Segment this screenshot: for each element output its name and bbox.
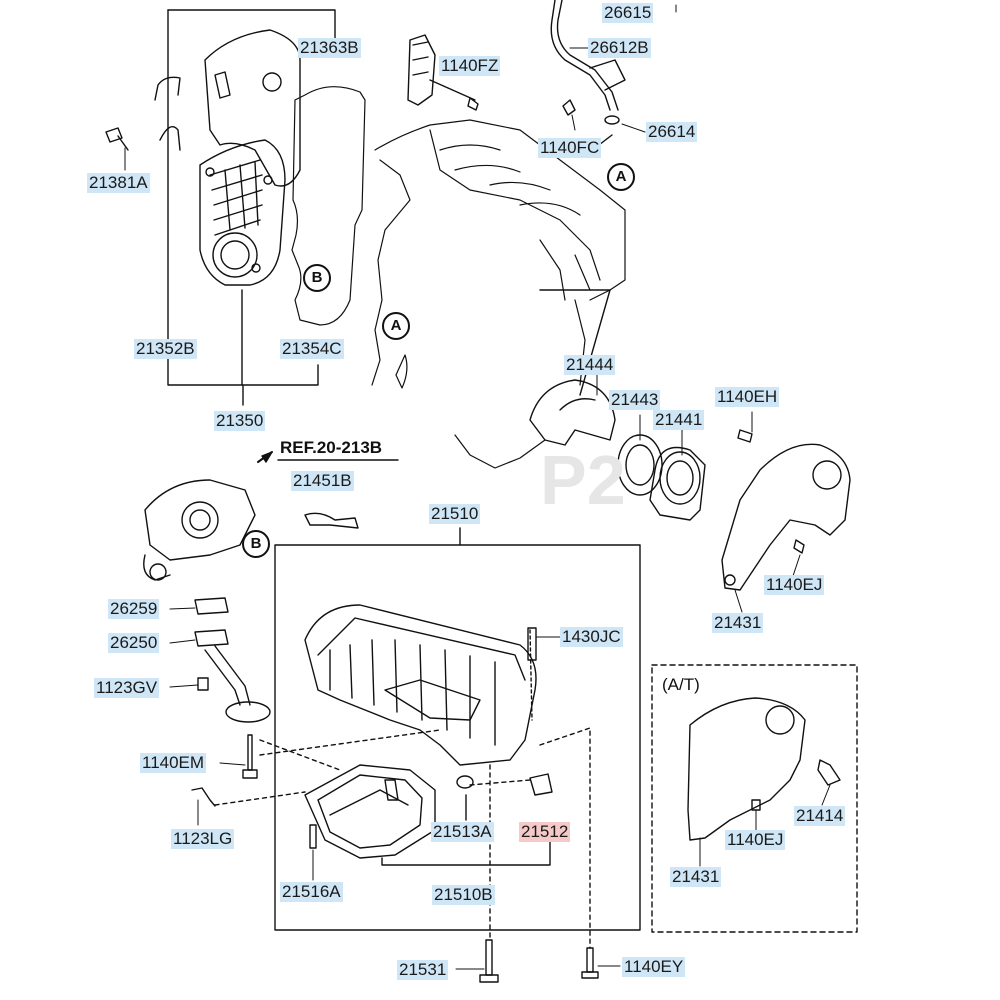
part-label-1430jc: 1430JC xyxy=(560,627,623,647)
oil-pan-group-box xyxy=(191,527,641,983)
part-label-1140fc: 1140FC xyxy=(538,138,602,158)
part-label-1140ej-at: 1140EJ xyxy=(725,830,786,850)
part-label-21350: 21350 xyxy=(214,411,266,431)
reference-label: REF.20-213B xyxy=(280,438,383,457)
part-label-26612b: 26612B xyxy=(588,38,651,58)
part-label-21352b: 21352B xyxy=(134,339,197,359)
engine-block-illustration xyxy=(371,119,626,469)
marker-b-pump: B xyxy=(242,530,270,558)
marker-a-top: A xyxy=(607,163,635,191)
part-label-26615: 26615 xyxy=(602,3,654,23)
part-label-26614: 26614 xyxy=(646,122,698,142)
part-label-21512: 21512 xyxy=(519,822,571,842)
part-label-21510b: 21510B xyxy=(432,885,495,905)
part-label-1140fz: 1140FZ xyxy=(439,56,501,76)
part-label-21451b: 21451B xyxy=(291,471,354,491)
part-label-1123gv: 1123GV xyxy=(94,678,160,698)
oil-pump-illustration xyxy=(143,451,359,723)
part-label-21516a: 21516A xyxy=(280,882,343,902)
part-label-1140eh: 1140EH xyxy=(715,387,780,407)
part-label-26250: 26250 xyxy=(108,633,160,653)
part-label-21510: 21510 xyxy=(429,504,481,524)
part-label-1140ej-top: 1140EJ xyxy=(764,575,825,595)
part-label-21414: 21414 xyxy=(794,806,846,826)
marker-b-middle: B xyxy=(303,264,331,292)
part-label-21354c: 21354C xyxy=(280,339,344,359)
part-label-21431-top: 21431 xyxy=(712,613,764,633)
part-label-1140ey: 1140EY xyxy=(622,957,686,977)
automatic-transmission-box xyxy=(651,664,858,933)
part-label-21513a: 21513A xyxy=(431,822,494,842)
part-label-1123lg: 1123LG xyxy=(171,829,235,849)
part-label-21443: 21443 xyxy=(609,390,661,410)
part-label-21363b: 21363B xyxy=(298,38,361,58)
watermark: P2 xyxy=(540,441,626,519)
part-label-21381a: 21381A xyxy=(87,173,150,193)
part-label-21444: 21444 xyxy=(564,355,616,375)
at-variant-label: (A/T) xyxy=(662,675,700,694)
part-label-21531: 21531 xyxy=(397,960,449,980)
marker-a-middle: A xyxy=(382,312,410,340)
part-label-21431-at: 21431 xyxy=(670,867,722,887)
part-label-1140em: 1140EM xyxy=(140,753,207,773)
part-label-26259: 26259 xyxy=(108,599,160,619)
oil-level-gauge-illustration xyxy=(407,0,626,149)
part-label-21441: 21441 xyxy=(653,410,705,430)
timing-cover-illustration xyxy=(105,9,366,406)
